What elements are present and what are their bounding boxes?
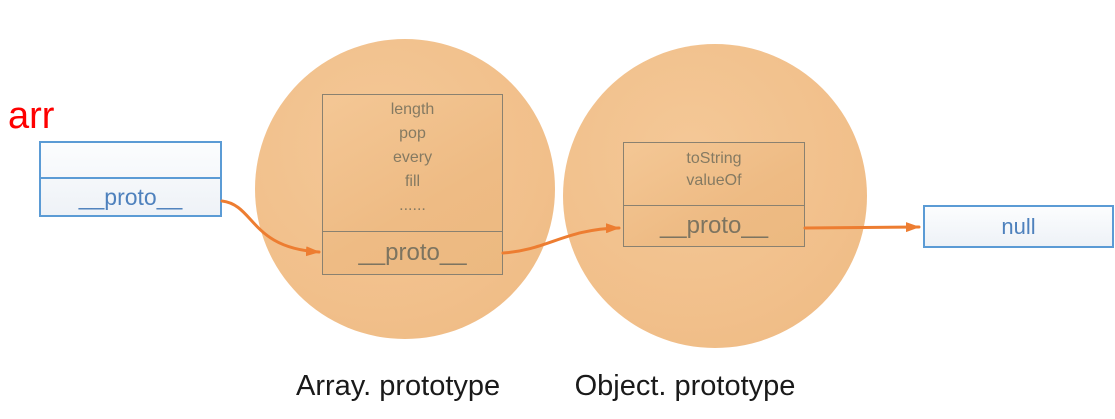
object-prototype-members: toString valueOf [624,143,804,205]
variable-label-arr: arr [8,95,55,137]
member-item: toString [686,150,742,167]
array-prototype-proto-cell: __proto__ [323,231,502,274]
member-item: length [390,101,435,118]
array-prototype-members: length pop every fill...... [323,95,502,231]
member-item: every [392,149,433,166]
arr-box-empty-row [41,143,220,177]
null-box: null [923,205,1114,248]
arr-object-box: __proto__ [39,141,222,217]
arr-box-proto-cell: __proto__ [41,177,220,215]
caption-object-prototype: Object. prototype [574,370,796,402]
member-item: ...... [399,197,426,214]
caption-array-prototype: Array. prototype [296,370,501,402]
object-prototype-box: toString valueOf __proto__ [623,142,805,247]
array-prototype-box: length pop every fill...... __proto__ [322,94,503,275]
object-prototype-proto-cell: __proto__ [624,205,804,246]
member-item: valueOf [686,172,742,189]
member-item: fill [404,173,421,190]
member-item: pop [399,125,426,142]
